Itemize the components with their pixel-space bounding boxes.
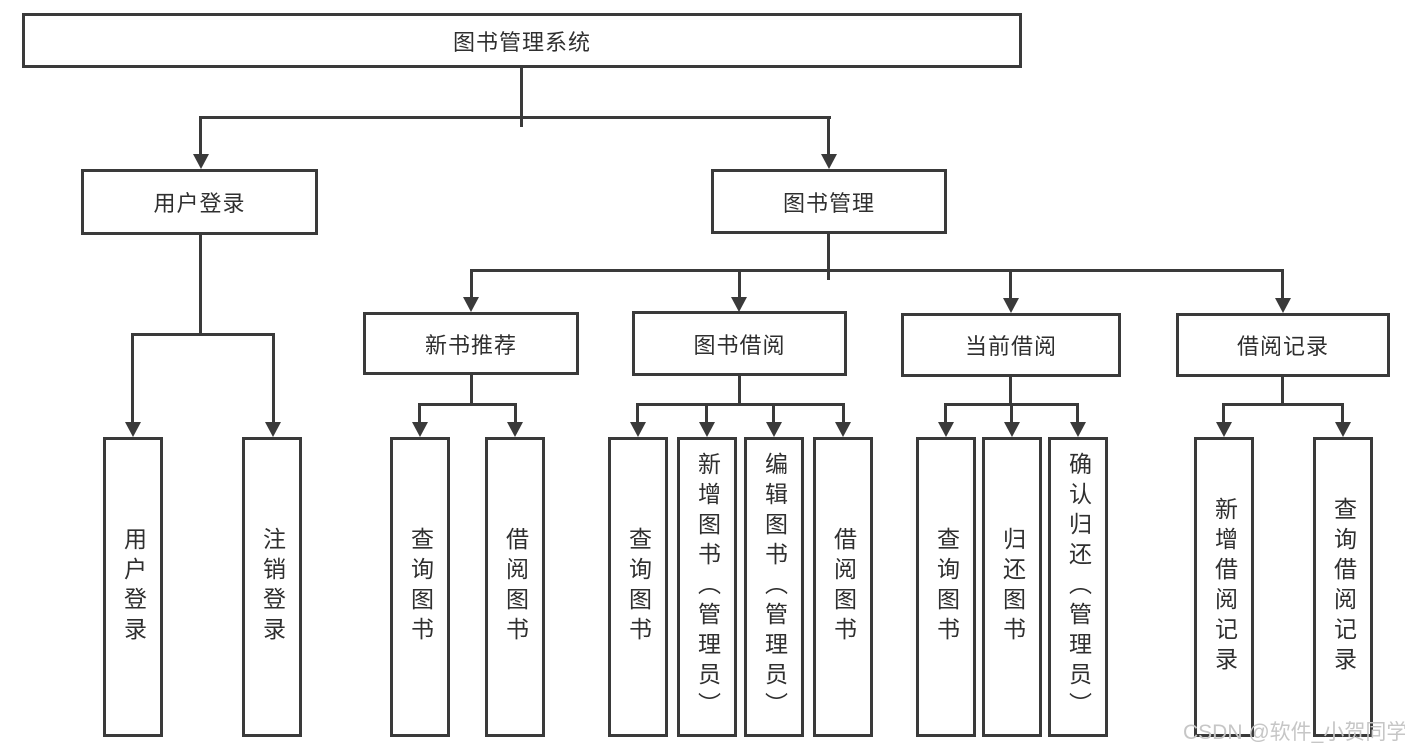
- leaf-current-confirm-return: 确认归还（管理员）: [1048, 437, 1108, 737]
- arrowhead: [630, 422, 646, 437]
- leaf-record-query-record: 查询借阅记录: [1313, 437, 1373, 737]
- leaf-borrow-edit-book: 编辑图书（管理员）: [744, 437, 804, 737]
- arrowhead: [766, 422, 782, 437]
- arrowhead: [1335, 422, 1351, 437]
- arrowhead: [699, 422, 715, 437]
- connector-book-management-vertical: [827, 234, 830, 272]
- connector-leaf-shaft: [636, 403, 639, 423]
- connector-leaf-shaft: [1341, 403, 1344, 423]
- leaf-logout-label: 注销登录: [259, 527, 286, 647]
- leaf-user-login-label: 用户登录: [120, 527, 147, 647]
- connector-leaf-shaft: [418, 403, 421, 423]
- leaf-record-add-record: 新增借阅记录: [1194, 437, 1254, 737]
- node-book-management: 图书管理: [711, 169, 947, 234]
- node-user-login-label: 用户登录: [153, 191, 246, 216]
- node-book-borrow: 图书借阅: [632, 311, 847, 376]
- connector-leaf-shaft: [1076, 403, 1079, 423]
- leaf-borrow-borrow-book: 借阅图书: [813, 437, 873, 737]
- connector-leaf-shaft: [514, 403, 517, 423]
- leaf-recommend-borrow-book: 借阅图书: [485, 437, 545, 737]
- node-book-borrow-label: 图书借阅: [693, 332, 786, 358]
- connector-book-management-horizontal: [470, 269, 1284, 272]
- arrowhead: [1275, 298, 1291, 313]
- leaf-recommend-query-book: 查询图书: [390, 437, 450, 737]
- node-new-book-recommend-label: 新书推荐: [424, 332, 517, 358]
- connector-leaf-shaft: [944, 403, 947, 423]
- connector-current-borrow-vertical: [1009, 377, 1012, 406]
- connector-leaf-shaft: [131, 333, 134, 423]
- arrowhead: [265, 422, 281, 437]
- arrowhead: [193, 154, 209, 169]
- node-borrow-record: 借阅记录: [1176, 313, 1390, 377]
- connector-leaf-shaft: [272, 333, 275, 423]
- leaf-record-query-record-label: 查询借阅记录: [1330, 497, 1357, 677]
- leaf-recommend-query-book-label: 查询图书: [407, 527, 434, 647]
- leaf-current-query-book: 查询图书: [916, 437, 976, 737]
- arrowhead: [821, 154, 837, 169]
- connector-root-horizontal: [199, 116, 831, 119]
- connector-borrow-record-horizontal: [1222, 403, 1344, 406]
- connector-book-borrow-vertical: [738, 376, 741, 406]
- connector-borrow-record-vertical: [1281, 377, 1284, 406]
- leaf-borrow-add-book-label: 新增图书（管理员）: [694, 452, 721, 722]
- connector-leaf-shaft: [772, 403, 775, 423]
- leaf-user-login: 用户登录: [103, 437, 163, 737]
- arrowhead: [835, 422, 851, 437]
- leaf-current-query-book-label: 查询图书: [933, 527, 960, 647]
- connector-leaf-shaft: [1281, 269, 1284, 299]
- connector-leaf-shaft: [738, 269, 741, 299]
- connector-leaf-shaft: [1009, 269, 1012, 299]
- leaf-current-confirm-return-label: 确认归还（管理员）: [1065, 452, 1092, 722]
- arrowhead: [1004, 422, 1020, 437]
- leaf-borrow-edit-book-label: 编辑图书（管理员）: [761, 452, 788, 722]
- node-new-book-recommend: 新书推荐: [363, 312, 579, 375]
- arrowhead: [125, 422, 141, 437]
- connector-leaf-shaft: [705, 403, 708, 423]
- leaf-current-return-book-label: 归还图书: [999, 527, 1026, 647]
- connector-to-user-login: [199, 116, 202, 156]
- leaf-current-return-book: 归还图书: [982, 437, 1042, 737]
- arrowhead: [1070, 422, 1086, 437]
- connector-to-book-management: [827, 116, 830, 156]
- leaf-borrow-query-book-label: 查询图书: [625, 527, 652, 647]
- connector-book-management-stub: [827, 272, 830, 280]
- arrowhead: [412, 422, 428, 437]
- leaf-borrow-query-book: 查询图书: [608, 437, 668, 737]
- connector-recommend-horizontal: [418, 403, 517, 406]
- leaf-borrow-add-book: 新增图书（管理员）: [677, 437, 737, 737]
- connector-recommend-vertical: [470, 375, 473, 406]
- connector-leaf-shaft: [842, 403, 845, 423]
- connector-user-login-horizontal: [131, 333, 275, 336]
- connector-user-login-vertical: [199, 235, 202, 336]
- arrowhead: [731, 297, 747, 312]
- arrowhead: [938, 422, 954, 437]
- connector-root-stub: [520, 119, 523, 127]
- connector-root-vertical: [520, 68, 523, 119]
- node-current-borrow-label: 当前借阅: [964, 334, 1057, 359]
- arrowhead: [1003, 298, 1019, 313]
- watermark: CSDN @软件_小贺同学: [1183, 721, 1405, 744]
- connector-leaf-shaft: [470, 269, 473, 299]
- node-book-management-label: 图书管理: [782, 190, 875, 216]
- connector-leaf-shaft: [1010, 403, 1013, 423]
- node-borrow-record-label: 借阅记录: [1236, 334, 1329, 359]
- connector-leaf-shaft: [1222, 403, 1225, 423]
- leaf-borrow-borrow-book-label: 借阅图书: [830, 527, 857, 647]
- leaf-record-add-record-label: 新增借阅记录: [1211, 497, 1238, 677]
- leaf-logout: 注销登录: [242, 437, 302, 737]
- connector-book-borrow-horizontal: [636, 403, 845, 406]
- arrowhead: [463, 297, 479, 312]
- arrowhead: [507, 422, 523, 437]
- node-user-login: 用户登录: [81, 169, 318, 235]
- arrowhead: [1216, 422, 1232, 437]
- node-root: 图书管理系统: [22, 13, 1022, 68]
- node-current-borrow: 当前借阅: [901, 313, 1121, 377]
- leaf-recommend-borrow-book-label: 借阅图书: [502, 527, 529, 647]
- node-root-label: 图书管理系统: [452, 29, 591, 55]
